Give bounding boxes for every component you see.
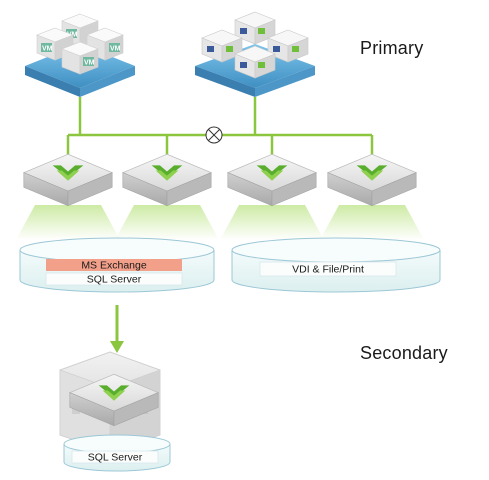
storage-pool-left: MS Exchange SQL Server	[19, 237, 215, 293]
replication-arrow	[110, 305, 124, 353]
vm-label: VM	[110, 46, 121, 53]
storage-pool-right: VDI & File/Print	[231, 237, 441, 293]
workload-label: VDI & File/Print	[292, 264, 364, 276]
storage-appliance	[115, 154, 219, 240]
vm-label: VM	[84, 60, 95, 67]
desk-icon	[234, 11, 276, 45]
vm-label: VM	[42, 46, 53, 53]
secondary-site-label: Secondary	[360, 343, 448, 363]
vdi-host: VDI	[195, 11, 315, 97]
desk-icon	[234, 45, 276, 79]
storage-pool-secondary: SQL Server	[63, 434, 171, 472]
vm-cube: VM	[36, 27, 74, 61]
storage-appliance	[320, 154, 424, 240]
workload-label: SQL Server	[88, 452, 143, 464]
circle-x-icon	[205, 126, 223, 144]
vm-cube: VM	[61, 41, 99, 75]
primary-site-label: Primary	[360, 38, 424, 58]
workload-label: MS Exchange	[81, 260, 147, 272]
workload-label: SQL Server	[87, 274, 142, 286]
server-host: VM VM VM VM Server	[25, 13, 135, 103]
storage-appliance	[16, 154, 120, 240]
storage-appliance	[220, 154, 324, 240]
desk-icon	[201, 29, 243, 63]
